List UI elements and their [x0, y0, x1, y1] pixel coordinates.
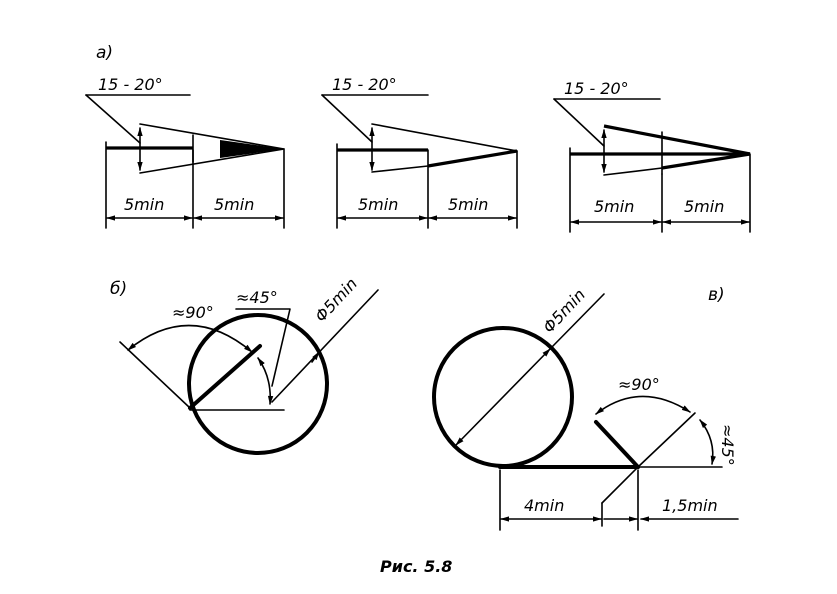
angle-90-label: ≈90° — [618, 375, 660, 394]
panel-a: а) 15 - 20° 5min 5min 1 — [85, 43, 751, 233]
figure-caption: Рис. 5.8 — [380, 557, 452, 576]
angle-45-label: ≈45° — [236, 288, 278, 307]
wedge-lower-edge-thin — [603, 167, 663, 176]
angle-label: 15 - 20° — [564, 79, 629, 98]
angle-arc-90 — [127, 324, 253, 353]
angle-arc-45 — [699, 419, 716, 465]
leg-down — [601, 466, 639, 504]
angle-ray-left — [119, 341, 191, 409]
dim-right-label: 5min — [448, 195, 488, 214]
angle-ray-right — [637, 412, 696, 468]
leader-line — [85, 94, 141, 144]
dim-left-label: 4min — [524, 496, 564, 515]
diameter-leader — [271, 289, 379, 403]
panel-a-label: а) — [96, 43, 113, 63]
weld-leader-thick — [594, 420, 640, 469]
dim-right-label: 5min — [684, 197, 724, 216]
leader-line — [321, 94, 373, 143]
diameter-arrow — [311, 351, 320, 363]
angle-label: 15 - 20° — [98, 75, 163, 94]
panel-a-variant-2: 15 - 20° 5min 5min — [321, 75, 518, 229]
panel-b: б) ≈90° ≈45° Φ5min — [110, 274, 379, 455]
angle-arc-45 — [257, 357, 274, 405]
diameter-leader — [549, 293, 605, 350]
panel-a-variant-1: 15 - 20° 5min 5min — [85, 75, 285, 229]
panel-a-variant-3: 15 - 20° 5min 5min — [553, 79, 751, 233]
dim-left-label: 5min — [358, 195, 398, 214]
wedge-lower-edge — [427, 149, 518, 168]
wedge-lower-edge-thin — [371, 165, 429, 173]
weld-circle — [187, 313, 329, 455]
wedge-fill — [220, 140, 284, 158]
dim-left-label: 5min — [124, 195, 164, 214]
panel-b-label: б) — [110, 279, 127, 299]
weld-leader-thick — [188, 344, 262, 410]
wedge-upper-edge — [603, 124, 751, 156]
leader-45 — [235, 308, 291, 387]
angle-90-label: ≈90° — [172, 303, 214, 322]
diameter-label: Φ5min — [539, 285, 589, 337]
wedge-upper-edge — [371, 123, 518, 152]
panel-v-label: в) — [708, 285, 725, 305]
panel-v: в) Φ5min ≈90° ≈45° 4min 1,5min — [432, 285, 739, 531]
dim-left-label: 5min — [594, 197, 634, 216]
leader-line — [553, 98, 605, 147]
angle-45-label: ≈45° — [718, 424, 737, 466]
diameter-label: Φ5min — [311, 274, 361, 326]
angle-arc-90 — [595, 395, 691, 415]
diameter-line — [455, 348, 551, 446]
wedge-upper-edge — [139, 123, 285, 150]
angle-label: 15 - 20° — [332, 75, 397, 94]
wedge-lower-edge — [661, 152, 751, 170]
dim-right-label: 5min — [214, 195, 254, 214]
wedge-lower-edge — [139, 148, 285, 174]
dim-right-label: 1,5min — [662, 496, 718, 515]
